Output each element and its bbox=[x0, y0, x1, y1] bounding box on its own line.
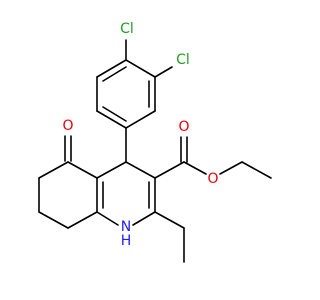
bond bbox=[154, 211, 185, 229]
bond bbox=[241, 161, 272, 179]
bond bbox=[219, 161, 243, 175]
chlorine-label: Cl bbox=[120, 21, 134, 37]
atom-labels: Cl Cl O O O N H bbox=[62, 21, 218, 249]
bond bbox=[125, 110, 156, 129]
oxygen-label: O bbox=[178, 119, 189, 135]
bond bbox=[96, 161, 127, 179]
bond bbox=[102, 106, 127, 122]
bond bbox=[67, 211, 98, 229]
oxygen-label: O bbox=[62, 118, 73, 134]
bond bbox=[154, 161, 185, 179]
hydrogen-label: H bbox=[121, 233, 132, 249]
nitrogen-label: N bbox=[121, 219, 131, 235]
bond bbox=[154, 66, 173, 78]
bond bbox=[96, 59, 127, 78]
bond bbox=[125, 59, 156, 78]
bond bbox=[102, 66, 127, 82]
bond bbox=[132, 211, 156, 226]
chlorine-label: Cl bbox=[176, 52, 190, 68]
oxygen-label: O bbox=[207, 171, 218, 187]
bond bbox=[125, 161, 156, 179]
bond bbox=[183, 161, 207, 175]
bond bbox=[67, 161, 98, 179]
bonds bbox=[38, 39, 272, 263]
bond bbox=[38, 161, 69, 179]
bond bbox=[96, 211, 119, 226]
molecule-drawing: Cl Cl O O O N H bbox=[38, 21, 272, 263]
bond bbox=[96, 110, 127, 129]
bond bbox=[38, 211, 69, 229]
structure-diagram: Cl Cl O O O N H bbox=[38, 21, 272, 263]
